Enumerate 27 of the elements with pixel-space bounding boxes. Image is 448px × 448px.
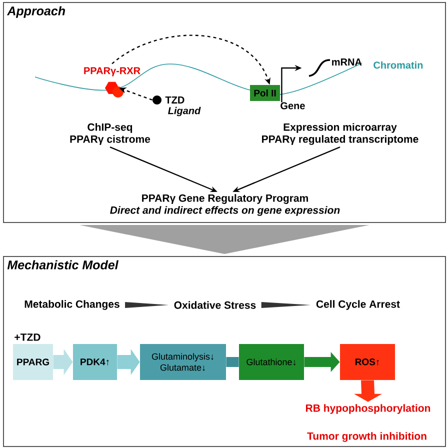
- block-arrow: [117, 349, 140, 375]
- stage-label: Metabolic Changes: [24, 300, 120, 310]
- process-box: Glutathione↓: [239, 344, 304, 380]
- node-label: Ligand: [168, 106, 201, 116]
- block-arrow: [304, 352, 340, 372]
- chromatin-label: Chromatin: [374, 61, 423, 69]
- block-arrow: [354, 380, 382, 402]
- process-box: PDK4↑: [73, 344, 117, 380]
- block-arrow: [226, 357, 239, 367]
- stage-label: Oxidative Stress: [174, 301, 256, 309]
- result-label: PPARγ Gene Regulatory Program Direct and indirect effects on gene expression: [110, 194, 340, 216]
- block-arrow: [53, 349, 73, 375]
- beside-label: Gene: [280, 102, 305, 110]
- method-label: ChIP-seq PPARγ cistrome: [70, 123, 150, 145]
- outcome-label: Tumor growth inhibition: [307, 432, 426, 442]
- node-label: PPARγ-RXR: [84, 67, 140, 76]
- process-box: ROS↑: [340, 344, 395, 380]
- stage-label: Cell Cycle Arrest: [316, 300, 400, 310]
- beside-label: +TZD: [14, 334, 40, 341]
- pol-ii-box: Pol II: [250, 85, 280, 101]
- method-label: Expression microarray PPARγ regulated transcriptome: [262, 123, 418, 145]
- chevron-arrow: [80, 225, 370, 254]
- process-box: PPARG: [13, 344, 53, 380]
- node-label: TZD: [165, 96, 184, 104]
- process-box: Glutaminolysis↓ Glutamate↓: [140, 344, 226, 380]
- outcome-label: RB hypophosphorylation: [306, 404, 430, 414]
- mrna-strand: mRNA: [308, 58, 362, 77]
